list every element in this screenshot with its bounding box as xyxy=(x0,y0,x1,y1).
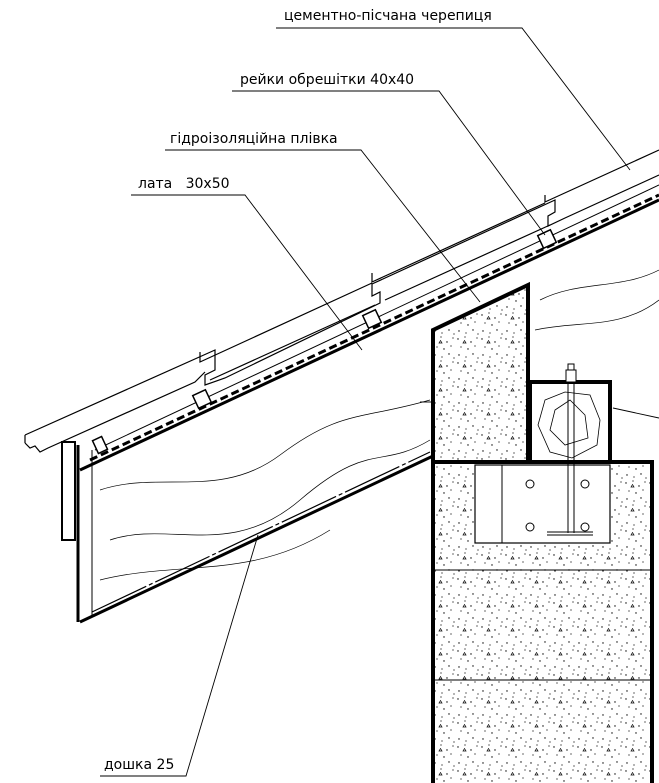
soffit-board xyxy=(91,451,431,613)
label-board: дошка 25 xyxy=(104,757,175,773)
membrane xyxy=(89,193,659,462)
roof-tiles xyxy=(24,149,659,453)
label-battens: рейки обрешітки 40x40 xyxy=(240,72,415,88)
label-tile: цементно-пісчана черепиця xyxy=(284,8,492,24)
fascia-board xyxy=(61,441,76,541)
battens xyxy=(91,228,558,455)
anchor-bolt xyxy=(565,363,577,533)
wall-upper-block xyxy=(431,281,530,464)
wall-plate-timber xyxy=(528,380,612,464)
label-lath: лата 30x50 xyxy=(138,176,230,192)
leader-lines xyxy=(100,27,659,777)
anchor-plate xyxy=(474,464,611,544)
label-membrane: гідроізоляційна плівка xyxy=(170,131,338,147)
